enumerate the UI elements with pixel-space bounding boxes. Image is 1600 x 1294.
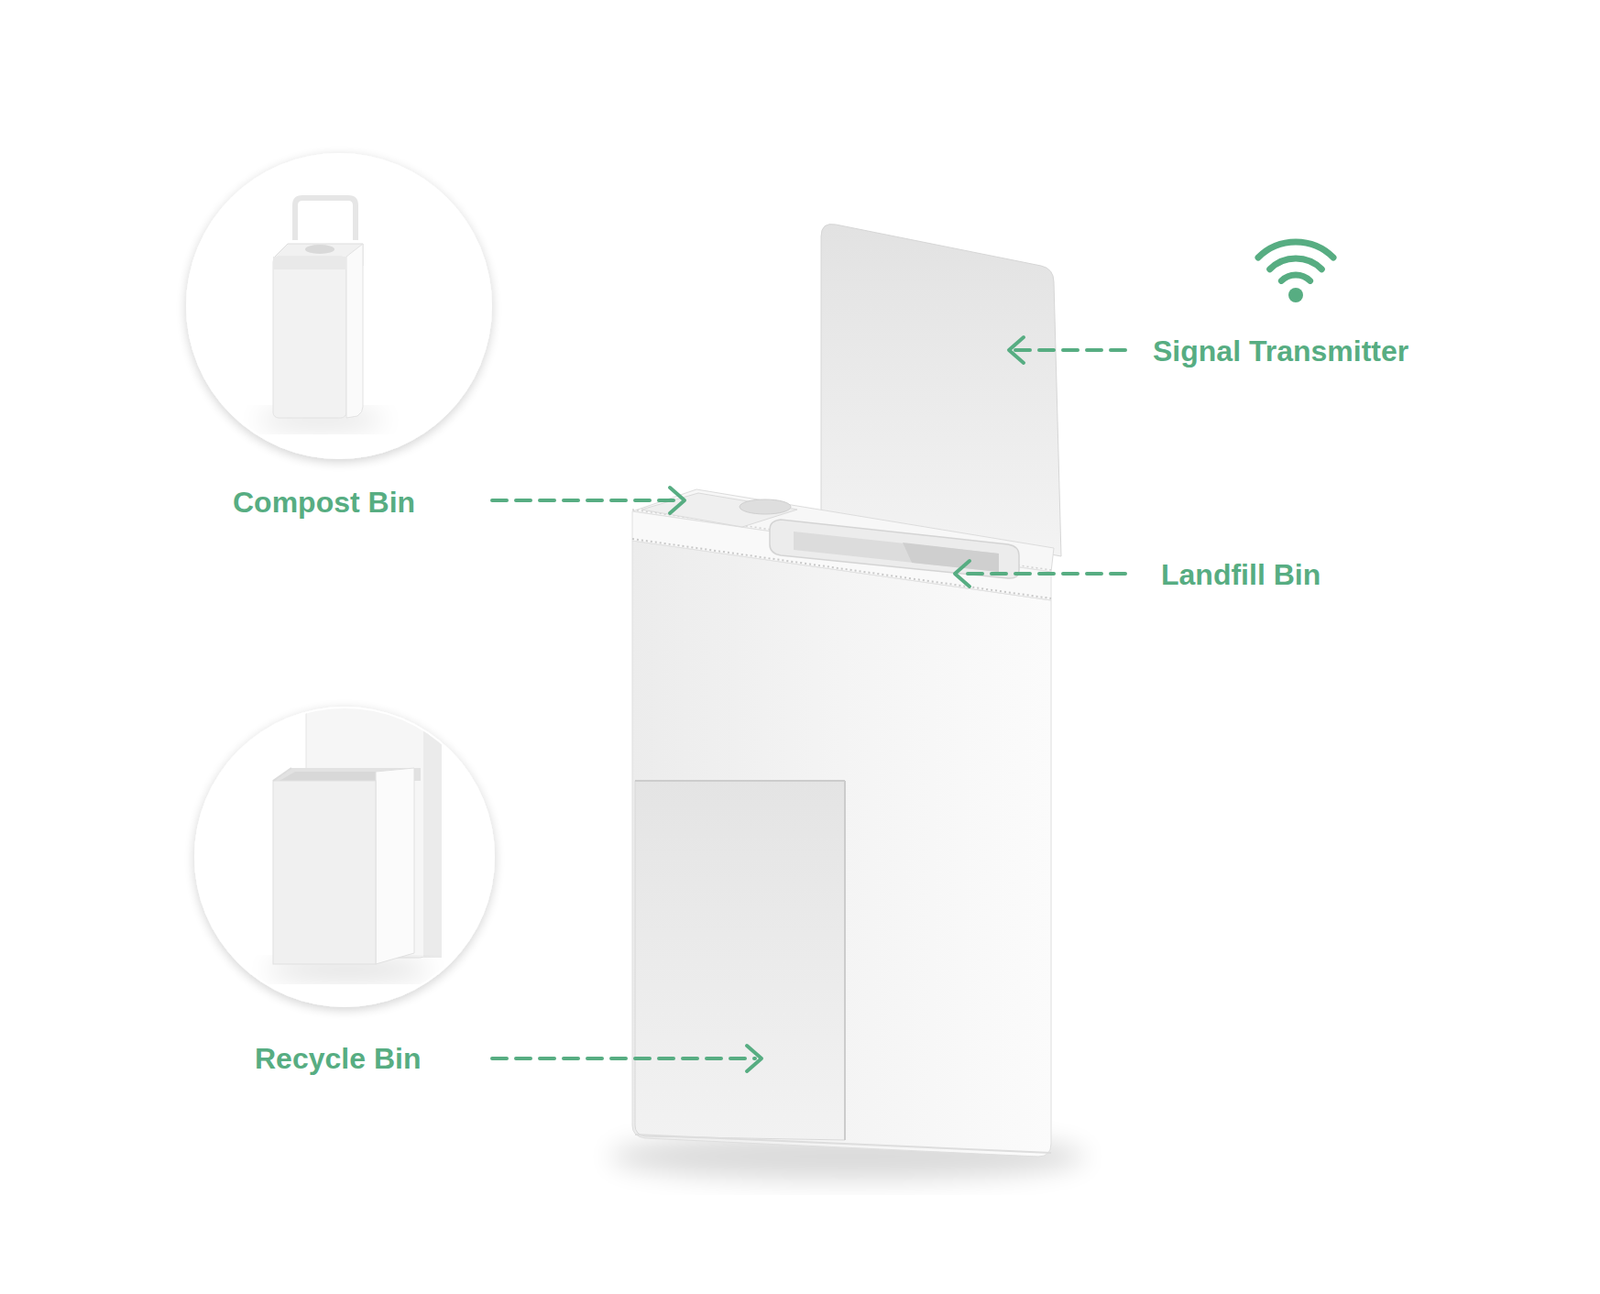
leader-line <box>492 498 679 503</box>
arrow-head <box>746 1045 762 1072</box>
part-label: Landfill Bin <box>1161 557 1321 592</box>
arrow-head <box>1008 337 1024 363</box>
leader-line <box>1013 348 1126 352</box>
recycle-inset <box>194 696 495 1008</box>
compost-inset <box>186 153 493 460</box>
part-label: Compost Bin <box>232 484 416 520</box>
landfill-opening <box>769 519 1020 579</box>
arrow-head <box>954 560 970 587</box>
bin-body <box>632 540 1052 1157</box>
main-bin <box>609 224 1086 1181</box>
recycle-drawer <box>635 780 845 1140</box>
wifi-symbol <box>1258 241 1334 303</box>
leader-arrows <box>492 337 1126 1072</box>
part-label: Recycle Bin <box>254 1041 421 1076</box>
inset-circle <box>186 153 493 460</box>
transmitter-panel <box>821 224 1062 557</box>
part-label: Signal Transmitter <box>1152 333 1409 369</box>
arrow-head <box>669 487 685 514</box>
leader-line <box>960 571 1126 576</box>
leader-line <box>492 1056 756 1061</box>
